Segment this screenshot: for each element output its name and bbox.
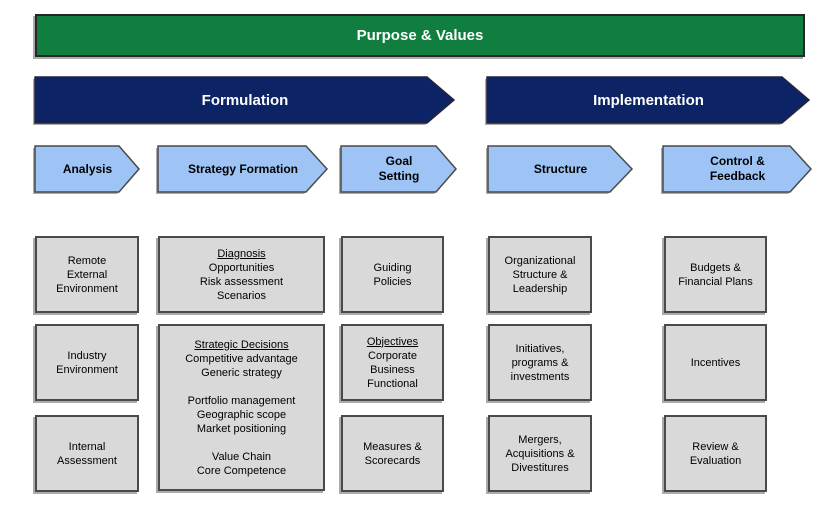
box-diagnosis: Diagnosis Opportunities Risk assessment … (158, 236, 325, 313)
box-measures-scorecards-text: Measures & Scorecards (363, 440, 422, 467)
box-objectives-text: Corporate Business Functional (367, 349, 418, 390)
box-incentives: Incentives (664, 324, 767, 401)
strategy-formation-arrow: Strategy Formation (156, 145, 329, 194)
structure-arrow: Structure (486, 145, 634, 194)
box-diagnosis-text: Opportunities Risk assessment Scenarios (199, 261, 284, 302)
box-industry-environment-text: Industry Environment (56, 349, 118, 376)
box-guiding-policies-text: Guiding Policies (373, 261, 412, 288)
strategy-formation-label: Strategy Formation (187, 161, 298, 176)
purpose-values-label: Purpose & Values (356, 27, 484, 44)
formulation-arrow: Formulation (33, 76, 456, 125)
box-remote-external-environment: Remote External Environment (35, 236, 139, 313)
box-guiding-policies: Guiding Policies (341, 236, 444, 313)
box-organizational-structure-leadership: Organizational Structure & Leadership (488, 236, 592, 313)
control-feedback-arrow: Control & Feedback (661, 145, 813, 194)
goal-setting-arrow: Goal Setting (339, 145, 457, 194)
analysis-label: Analysis (62, 161, 113, 176)
formulation-arrow-shape (33, 76, 456, 125)
formulation-label: Formulation (201, 91, 289, 109)
box-internal-assessment: Internal Assessment (35, 415, 139, 492)
box-objectives: Objectives Corporate Business Functional (341, 324, 444, 401)
box-mergers-acquisitions-divestitures-text: Mergers, Acquisitions & Divestitures (505, 433, 575, 474)
box-industry-environment: Industry Environment (35, 324, 139, 401)
box-strategic-decisions-heading: Strategic Decisions (194, 338, 289, 351)
box-budgets-financial-plans: Budgets & Financial Plans (664, 236, 767, 313)
box-organizational-structure-leadership-text: Organizational Structure & Leadership (504, 254, 576, 295)
goal-setting-arrow-shape (339, 145, 457, 194)
purpose-values-banner: Purpose & Values (35, 14, 805, 57)
control-feedback-arrow-shape (661, 145, 813, 194)
control-feedback-label: Control & Feedback (709, 154, 766, 183)
box-strategic-decisions-text: Competitive advantage Generic strategy P… (185, 352, 298, 477)
box-review-evaluation: Review & Evaluation (664, 415, 767, 492)
box-budgets-financial-plans-text: Budgets & Financial Plans (678, 261, 753, 288)
box-objectives-heading: Objectives (366, 335, 419, 348)
structure-arrow-shape (486, 145, 634, 194)
box-initiatives-programs-investments: Initiatives, programs & investments (488, 324, 592, 401)
box-strategic-decisions: Strategic Decisions Competitive advantag… (158, 324, 325, 491)
box-diagnosis-heading: Diagnosis (217, 247, 266, 260)
analysis-arrow-shape (33, 145, 140, 194)
implementation-label: Implementation (593, 91, 704, 109)
box-review-evaluation-text: Review & Evaluation (689, 440, 742, 467)
analysis-arrow: Analysis (33, 145, 140, 194)
box-mergers-acquisitions-divestitures: Mergers, Acquisitions & Divestitures (488, 415, 592, 492)
box-initiatives-programs-investments-text: Initiatives, programs & investments (510, 342, 570, 383)
structure-label: Structure (533, 161, 588, 176)
strategy-formation-arrow-shape (156, 145, 329, 194)
implementation-arrow-shape (485, 76, 811, 125)
box-internal-assessment-text: Internal Assessment (57, 440, 117, 467)
box-incentives-text: Incentives (690, 356, 741, 369)
box-measures-scorecards: Measures & Scorecards (341, 415, 444, 492)
box-remote-external-environment-text: Remote External Environment (56, 254, 118, 295)
implementation-arrow: Implementation (485, 76, 811, 125)
goal-setting-label: Goal Setting (378, 154, 420, 183)
